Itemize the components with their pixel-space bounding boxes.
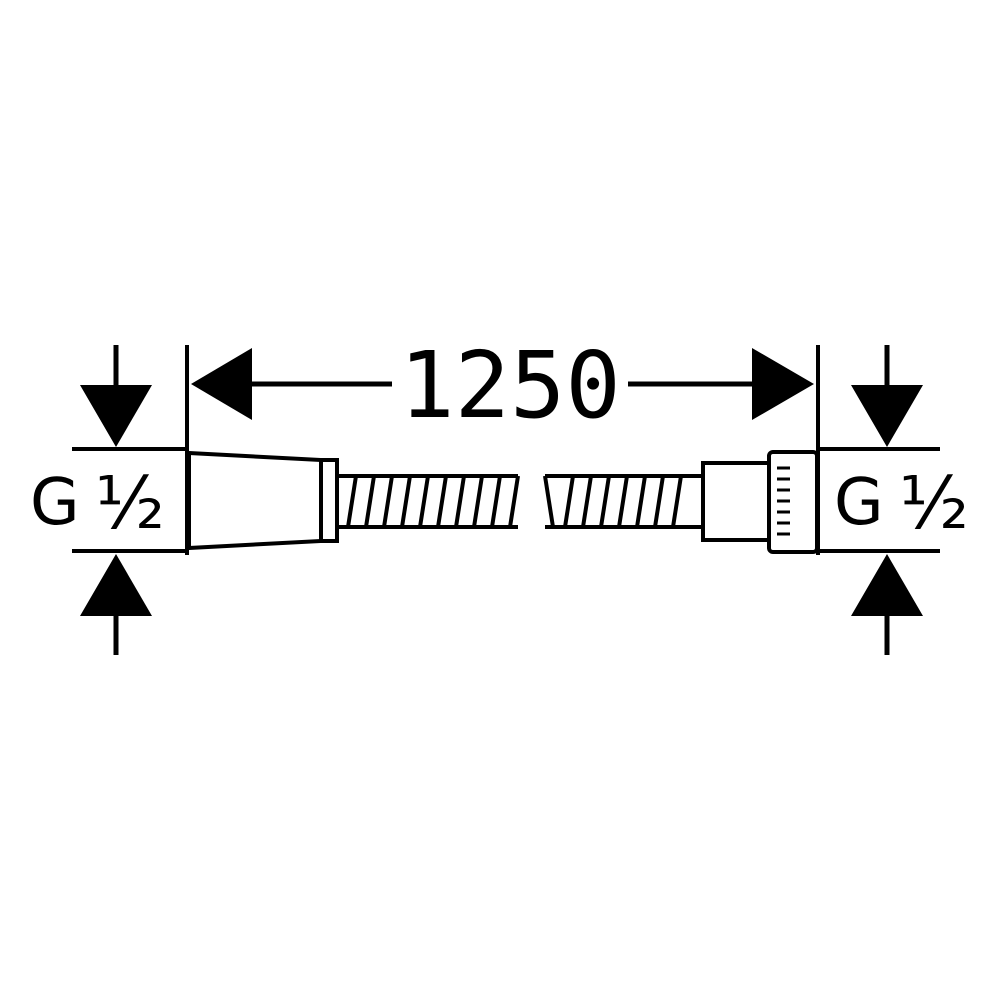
hose-rib (346, 475, 358, 528)
right-thread-letter: G (834, 466, 884, 540)
hose-rib (454, 475, 466, 528)
left-thread-letter: G (30, 466, 80, 540)
hose-rib (364, 475, 376, 528)
hose-rib (581, 475, 593, 528)
hose-rib (671, 475, 683, 528)
left-thread-size: ½ (95, 461, 165, 545)
nut-knurling (777, 466, 790, 536)
shower-hose (187, 450, 819, 554)
right-thread-size: ½ (899, 461, 969, 545)
length-arrowhead-right (752, 348, 814, 420)
hose-right-sleeve (701, 461, 771, 542)
right-thread-dimension: G ½ (820, 345, 969, 655)
hose-rib (436, 475, 448, 528)
length-dimension-label: 1250 (399, 332, 621, 439)
hose-rib (382, 475, 394, 528)
hose-rib (599, 475, 611, 528)
hose-rib (635, 475, 647, 528)
left-thread-arrowhead-bottom (80, 554, 152, 616)
hose-rib (490, 475, 502, 528)
hose-rib (418, 475, 430, 528)
hose-rib (653, 475, 665, 528)
left-thread-arrowhead-top (80, 385, 152, 447)
hose-left-cone-fitting (187, 450, 323, 551)
hose-rib (563, 475, 575, 528)
length-arrowhead-left (191, 348, 252, 420)
length-dimension: 1250 (185, 332, 820, 555)
hose-rib (472, 475, 484, 528)
left-thread-dimension: G ½ (30, 345, 185, 655)
hose-right-segment (543, 474, 703, 529)
right-thread-arrowhead-top (851, 385, 923, 447)
hose-left-segment (337, 474, 520, 529)
hose-left-ferrule (319, 458, 339, 543)
hose-right-knurled-nut (767, 450, 819, 554)
right-thread-arrowhead-bottom (851, 554, 923, 616)
hose-rib (617, 475, 629, 528)
hose-rib (400, 475, 412, 528)
